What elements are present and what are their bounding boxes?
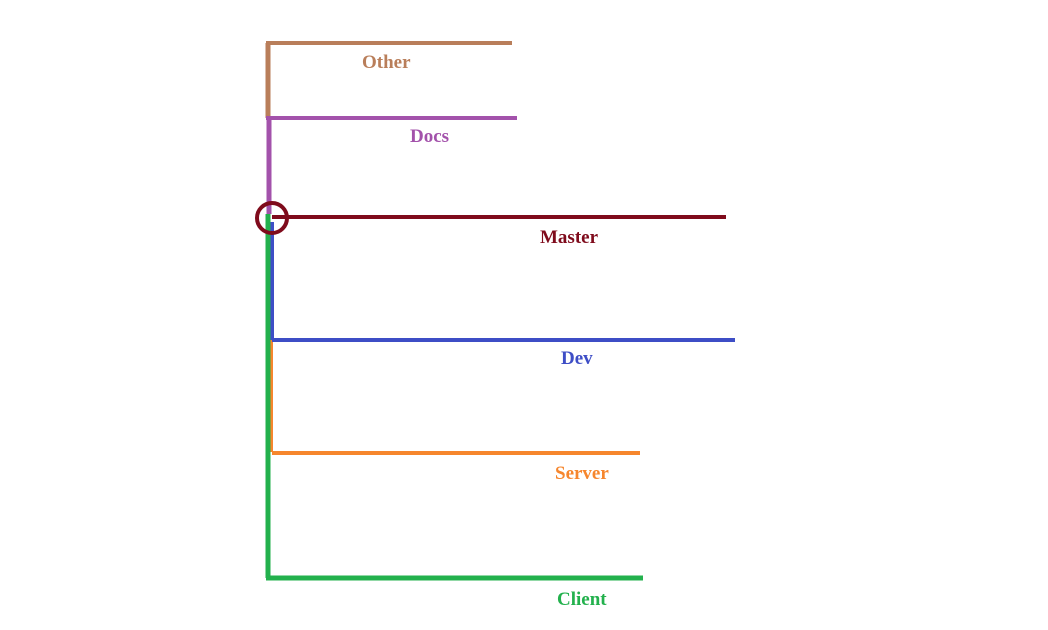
branch-label-dev: Dev — [561, 348, 593, 369]
branch-label-other: Other — [362, 52, 411, 73]
master-origin-marker — [255, 201, 289, 235]
branch-label-docs: Docs — [410, 126, 449, 147]
branch-label-server: Server — [555, 463, 609, 484]
branch-label-master: Master — [540, 227, 599, 248]
branch-label-client: Client — [557, 589, 607, 610]
